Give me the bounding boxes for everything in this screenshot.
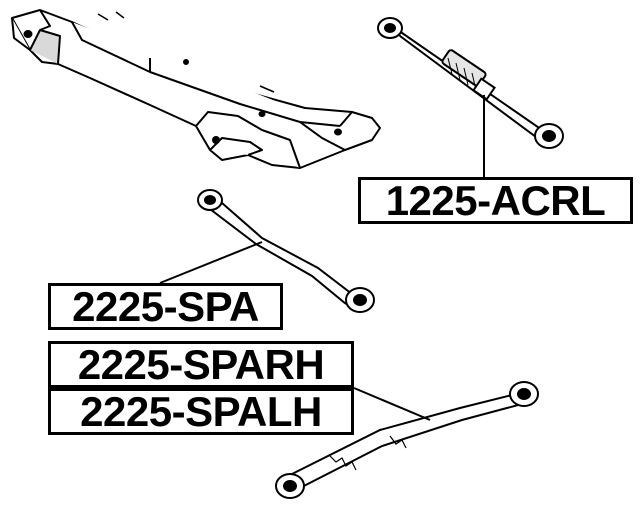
adjustable-control-rod-drawing <box>377 17 564 149</box>
part-label-1225-acrl: 1225-ACRL <box>358 177 633 224</box>
subframe-crossmember-drawing <box>11 9 381 169</box>
lateral-link-drawing <box>197 189 375 313</box>
part-label-2225-sparh: 2225-SPARH <box>48 341 354 388</box>
leader-line-spar <box>353 387 431 421</box>
part-label-2225-spa: 2225-SPA <box>48 283 283 330</box>
part-label-2225-spalh: 2225-SPALH <box>48 388 354 435</box>
leader-line-spa <box>159 241 263 284</box>
trailing-link-drawing <box>275 381 539 499</box>
